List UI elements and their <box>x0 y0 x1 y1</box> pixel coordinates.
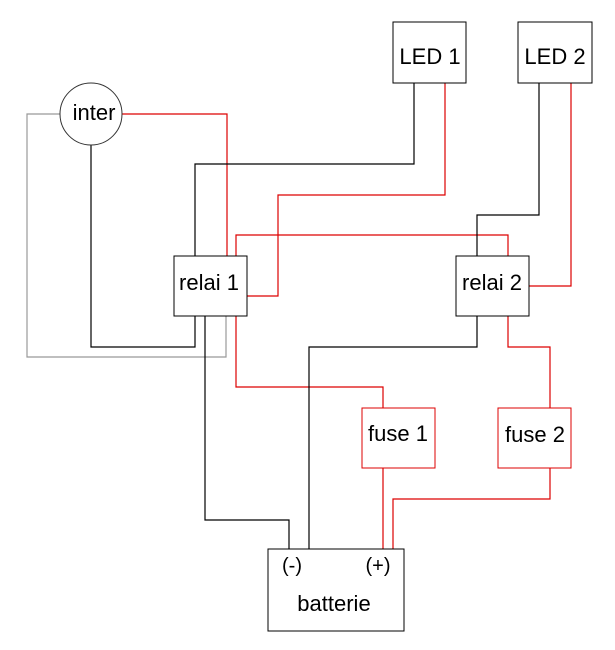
led1-label: LED 1 <box>399 44 460 69</box>
fuse1-box: fuse 1 <box>361 407 436 469</box>
led2-box: LED 2 <box>517 21 593 84</box>
batterie-box: (-) (+) batterie <box>267 548 405 632</box>
wire-relai1-relai2-red <box>235 234 509 256</box>
wire-inter-relai1-gray <box>26 113 227 358</box>
inter-label: inter <box>73 100 116 125</box>
fuse1-label: fuse 1 <box>368 421 428 446</box>
batterie-label: batterie <box>297 591 370 616</box>
wire-relai2-fuse2-red <box>507 316 551 408</box>
led1-box: LED 1 <box>392 21 467 84</box>
wire-fuse2-batterie-pos <box>392 468 551 549</box>
wire-led1-relai1-black <box>194 83 415 256</box>
fuse2-box: fuse 2 <box>497 407 572 469</box>
wire-relai1-batterie-neg <box>204 316 290 549</box>
batterie-neg-label: (-) <box>282 555 302 577</box>
relai2-label: relai 2 <box>462 270 522 295</box>
led2-label: LED 2 <box>524 44 585 69</box>
fuse2-label: fuse 2 <box>505 422 565 447</box>
wire-inter-relai1-black <box>90 144 196 348</box>
wire-led2-relai2-black <box>476 83 540 256</box>
wire-relai2-batterie-neg <box>308 316 478 549</box>
inter-switch: inter <box>59 82 123 146</box>
batterie-pos-label: (+) <box>366 555 391 577</box>
wire-inter-relai1-red <box>122 113 228 256</box>
wire-led2-relai2-red <box>529 83 572 287</box>
relai2-box: relai 2 <box>455 255 530 317</box>
wire-led1-relai1-red <box>247 83 446 297</box>
relai1-box: relai 1 <box>173 255 248 317</box>
relai1-label: relai 1 <box>179 270 239 295</box>
